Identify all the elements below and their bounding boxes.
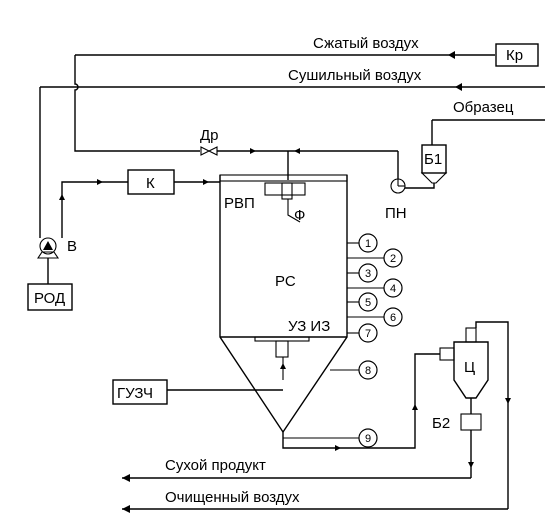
distributor-box xyxy=(264,182,306,196)
heater-out-arrow xyxy=(203,179,209,185)
throttle-valve-right xyxy=(207,146,218,156)
sensor-label-2: 2 xyxy=(390,253,396,265)
compressor-box xyxy=(495,43,539,67)
sensor-label-9: 9 xyxy=(365,433,371,445)
nozzle-body xyxy=(281,182,293,200)
hopper-2-label: Б2 xyxy=(432,415,450,432)
sensor-circle-7 xyxy=(358,323,378,343)
sensor-label-1: 1 xyxy=(365,238,371,250)
sensor-circle-6 xyxy=(383,307,403,327)
cyclone-label: Ц xyxy=(464,359,475,376)
sample-feed-arrow xyxy=(294,148,300,154)
cleaned-air-label: Очищенный воздух xyxy=(165,489,300,506)
sensor-circle-1 xyxy=(358,233,378,253)
generator-box xyxy=(112,379,168,405)
sensor-label-7: 7 xyxy=(365,328,371,340)
cyclone-body xyxy=(453,341,489,399)
generator-label: ГУЗЧ xyxy=(117,385,153,402)
transfer-arrow xyxy=(412,404,418,410)
heater-box xyxy=(127,169,175,195)
sensor-circle-8 xyxy=(358,360,378,380)
sensor-circle-5 xyxy=(358,292,378,312)
throttle-label: Др xyxy=(200,127,219,144)
cyclone-inlet xyxy=(439,347,455,361)
clean-air-drop xyxy=(475,321,509,509)
drying-air-label: Сушильный воздух xyxy=(288,67,422,84)
chamber-lid xyxy=(219,174,348,182)
sensor-label-3: 3 xyxy=(365,268,371,280)
sensor-label-6: 6 xyxy=(390,312,396,324)
hopper-1-label: Б1 xyxy=(424,151,442,168)
emitter-horn xyxy=(275,340,289,358)
sensor-label-5: 5 xyxy=(365,297,371,309)
air-purifier-label: РОД xyxy=(34,290,65,307)
fan-up-arrow xyxy=(59,194,65,200)
heater-label: К xyxy=(146,175,155,192)
filter-line xyxy=(287,199,301,223)
sensor-circle-9 xyxy=(358,428,378,448)
sensor-circle-2 xyxy=(383,248,403,268)
chamber-body xyxy=(219,175,348,434)
sensor-circles: 1 2 3 4 5 6 7 8 9 xyxy=(358,233,403,448)
compressed-air-arrow xyxy=(448,51,455,59)
sensor-circle-3 xyxy=(358,263,378,283)
emitter-arrow xyxy=(280,363,286,369)
cleaned-air-arrow xyxy=(122,505,130,513)
hopper-2-box xyxy=(460,413,482,431)
clean-air-down-arrow xyxy=(505,398,511,404)
outlet-arrow xyxy=(335,445,341,451)
sensor-label-8: 8 xyxy=(365,365,371,377)
sensor-label-4: 4 xyxy=(390,283,396,295)
fan-icon xyxy=(39,237,57,255)
heater-in-arrow xyxy=(97,179,103,185)
distributor-label: РВП xyxy=(224,195,255,212)
compressed-air-label: Сжатый воздух xyxy=(313,35,419,52)
chamber-label: РС xyxy=(275,273,296,290)
hopper-1-cone xyxy=(420,172,448,184)
fan-base xyxy=(36,251,60,259)
fan-label: В xyxy=(67,238,77,255)
sensor-leads xyxy=(283,242,384,439)
product-transfer-line xyxy=(282,353,440,449)
drying-air-arrow xyxy=(455,83,462,91)
sensor-circle-4 xyxy=(383,278,403,298)
dry-product-label: Сухой продукт xyxy=(165,457,266,474)
sample-label: Образец xyxy=(453,99,514,116)
ultrasonic-label: УЗ ИЗ xyxy=(288,318,330,335)
dry-product-down-arrow xyxy=(468,462,474,468)
air-purifier-box xyxy=(27,283,73,311)
pump-label: ПН xyxy=(385,205,407,222)
fan-to-heater-line xyxy=(61,181,128,238)
dry-product-arrow xyxy=(122,474,130,482)
hopper-1-box xyxy=(421,144,447,174)
hopper-to-pump-line xyxy=(405,183,435,189)
cyclone-outlet-pipe xyxy=(465,327,477,343)
throttle-valve-left xyxy=(200,146,211,156)
compressor-label: Кр xyxy=(506,47,523,64)
compressed-air-arrow-2 xyxy=(250,148,256,154)
fan-blade xyxy=(43,241,53,250)
filter-label: Ф xyxy=(294,207,305,224)
compressed-air-drop xyxy=(74,55,200,152)
